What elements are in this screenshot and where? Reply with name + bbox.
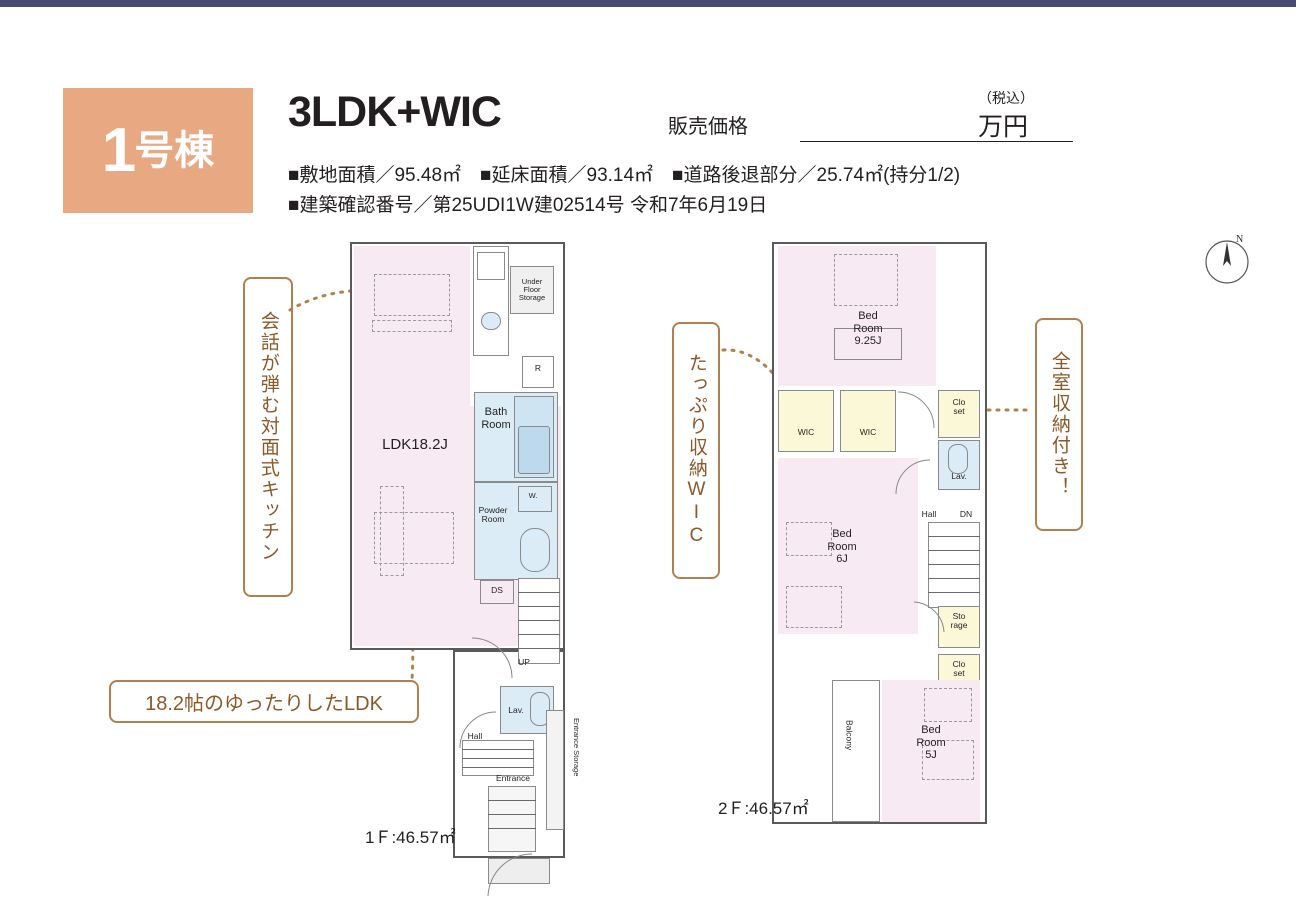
1f-label-hall: Hall	[467, 731, 483, 741]
1f-ds-box	[480, 580, 514, 604]
2f-label-bedroom-925: Bed Room 9.25J	[853, 310, 883, 348]
1f-toilet-1f	[520, 528, 550, 572]
2f-closet-top-outline	[938, 390, 980, 438]
2f-label-storage: Sto rage	[950, 611, 968, 631]
floor-2-label: 2Ｆ:46.57㎡	[718, 799, 809, 818]
1f-label-lav: Lav.	[508, 705, 524, 715]
unit-number: 1	[101, 115, 137, 185]
2f-lav-outline	[938, 440, 980, 490]
floor-plan-1f: LDK18.2J Bath Room Powder Room W. Under …	[350, 240, 600, 897]
2f-desk-6	[786, 586, 842, 628]
1f-dining-chairs	[372, 320, 452, 332]
1f-lav-toilet	[530, 692, 550, 726]
2f-label-hall: Hall	[921, 509, 937, 519]
1f-stove	[477, 252, 505, 280]
2f-bed-6	[786, 522, 832, 556]
1f-stairs	[518, 578, 560, 664]
page-title: 3LDK+WIC	[288, 88, 502, 136]
1f-sink	[481, 312, 501, 330]
1f-bathtub	[518, 426, 550, 474]
1f-sofa-set	[374, 512, 454, 564]
1f-label-under-floor-storage: Under Floor Storage	[518, 277, 546, 302]
2f-label-wic-left: WIC	[797, 427, 815, 437]
2f-bed-5	[922, 740, 974, 780]
2f-bedroom-door-1	[897, 391, 935, 429]
1f-dining-table	[374, 274, 450, 316]
1f-under-floor-storage-box	[510, 266, 554, 314]
2f-label-balcony: Balcony	[844, 719, 855, 751]
2f-label-dn: DN	[959, 509, 973, 519]
1f-label-refrigerator: R	[534, 363, 542, 373]
callout-ldk: 18.2帖のゆったりしたLDK	[109, 680, 419, 723]
1f-refrigerator-box	[522, 356, 554, 388]
1f-label-entrance-storage: Entrance Storage	[571, 717, 581, 777]
1f-bath-outline	[474, 392, 558, 482]
1f-label-up: UP	[518, 657, 530, 667]
callout-kitchen: 会話が弾む対面式キッチン	[243, 277, 293, 597]
2f-wic-left-outline	[778, 390, 834, 452]
1f-entrance-storage-box	[546, 710, 564, 830]
callout-storage: 全室収納付き！	[1035, 318, 1083, 531]
2f-bedroom-925	[778, 246, 936, 386]
1f-tv-board	[380, 486, 404, 576]
callout-wic: たっぷり収納WIC	[672, 322, 720, 579]
1f-hall-door	[471, 637, 513, 679]
svg-text:N: N	[1236, 234, 1243, 245]
2f-bedroom-5	[882, 680, 980, 822]
1f-washer-box	[518, 486, 552, 512]
2f-wic-right	[840, 390, 896, 452]
price-label: 販売価格	[668, 116, 748, 138]
2f-bed-925-label-box	[834, 328, 902, 360]
tax-note: （税込）	[978, 90, 1034, 106]
2f-wic-right-outline	[840, 390, 896, 452]
2f-toilet	[948, 444, 968, 474]
floor-1-label: 1Ｆ:46.57㎡	[365, 828, 456, 847]
price-unit: 万円	[978, 113, 1029, 141]
1f-powder-outline	[474, 482, 558, 580]
connector-storage	[977, 408, 1035, 412]
1f-entrance-door	[459, 711, 497, 749]
2f-bedroom-door-2	[895, 459, 931, 495]
spec-line-1: ■敷地面積／95.48㎡ ■延床面積／93.14㎡ ■道路後退部分／25.74㎡…	[288, 165, 961, 186]
floor-plan-2f: Bed Room 9.25J Bed Room 6J Bed Room 5J W…	[772, 240, 1002, 840]
1f-label-bath: Bath Room	[481, 406, 511, 431]
2f-bedroom-door-3	[913, 601, 945, 633]
1f-label-ds: DS	[491, 585, 503, 595]
1f-label-washer: W.	[528, 491, 538, 500]
2f-bed-925	[834, 254, 898, 306]
2f-storage	[938, 606, 980, 648]
1f-label-ldk: LDK18.2J	[382, 436, 448, 453]
2f-label-bedroom-6: Bed Room 6J	[827, 528, 857, 566]
2f-label-bedroom-5: Bed Room 5J	[916, 724, 946, 762]
2f-label-closet-bottom: Clo set	[952, 659, 966, 679]
1f-front-door	[487, 853, 533, 897]
2f-bedroom-6	[778, 458, 918, 634]
spec-line-2: ■建築確認番号／第25UDI1W建02514号 令和7年6月19日	[288, 195, 768, 216]
1f-label-powder: Powder Room	[478, 505, 508, 525]
2f-closet-top	[938, 390, 980, 438]
2f-stairs	[928, 522, 980, 608]
2f-storage-outline	[938, 606, 980, 648]
2f-label-closet-top: Clo set	[952, 397, 966, 417]
2f-label-wic-right: WIC	[859, 427, 877, 437]
2f-label-lav: Lav.	[951, 471, 967, 481]
unit-badge: 1 号棟	[63, 88, 253, 213]
price-underline	[800, 141, 1073, 142]
unit-suffix: 号棟	[134, 128, 215, 173]
compass-icon: N	[1205, 234, 1249, 284]
1f-kitchen-counter	[473, 246, 509, 356]
1f-label-entrance: Entrance	[495, 773, 531, 783]
2f-closet-5	[924, 688, 972, 722]
2f-wic-left	[778, 390, 834, 452]
2f-balcony	[832, 680, 880, 822]
top-accent-bar	[0, 0, 1296, 7]
1f-entrance-tile	[488, 786, 536, 852]
